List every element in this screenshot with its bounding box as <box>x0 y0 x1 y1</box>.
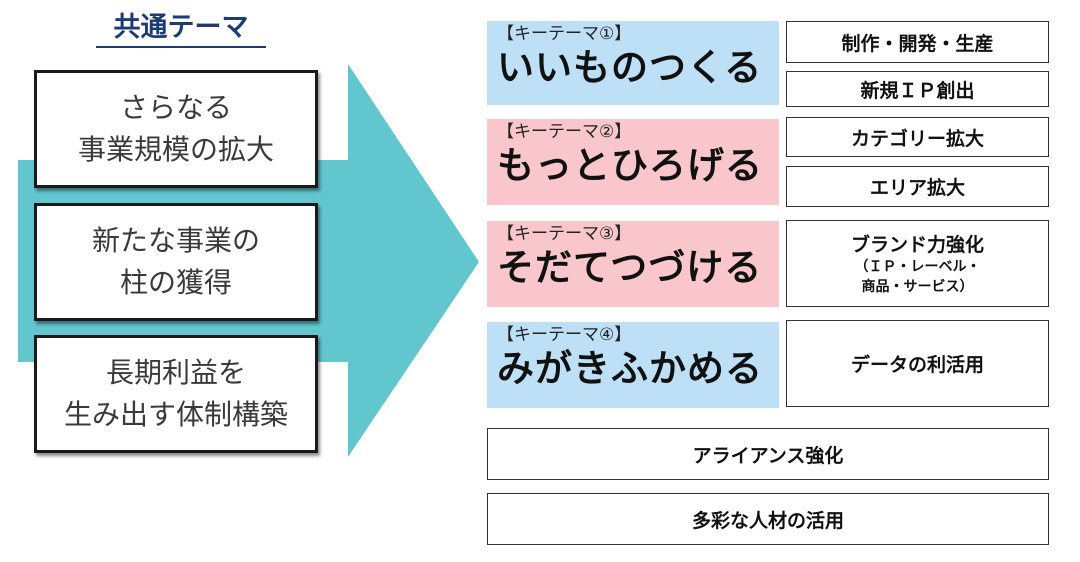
goal-box-expand-scale: さらなる 事業規模の拡大 <box>34 70 318 188</box>
goal-line: 柱の獲得 <box>119 266 232 299</box>
theme-1-item-production: 制作・開発・生産 <box>786 21 1049 63</box>
goal-box-new-pillar: 新たな事業の 柱の獲得 <box>34 203 318 321</box>
key-theme-name: みがきふかめる <box>497 347 763 390</box>
key-theme-3: 【キーテーマ③】 そだてつづける <box>487 221 779 307</box>
key-theme-name: いいものつくる <box>497 46 763 89</box>
theme-1-item-new-ip: 新規ＩＰ創出 <box>786 71 1049 107</box>
brand-sub-line: 商品・サービス） <box>861 279 974 295</box>
key-theme-tag: 【キーテーマ①】 <box>497 24 632 44</box>
common-theme-heading: 共通テーマ <box>96 12 266 48</box>
key-theme-tag: 【キーテーマ③】 <box>497 224 632 244</box>
key-theme-2: 【キーテーマ②】 もっとひろげる <box>487 119 779 205</box>
theme-3-item-brand: ブランド力強化 （ＩＰ・レーベル・ 商品・サービス） <box>786 220 1049 307</box>
alliance-box: アライアンス強化 <box>487 428 1049 480</box>
goal-line: さらなる <box>119 91 232 124</box>
theme-4-item-data: データの利活用 <box>786 320 1049 407</box>
goal-box-long-term-profit: 長期利益を 生み出す体制構築 <box>34 335 318 453</box>
goal-line: 新たな事業の <box>91 224 260 257</box>
theme-2-item-category: カテゴリー拡大 <box>786 117 1049 157</box>
goal-line: 事業規模の拡大 <box>77 133 274 166</box>
brand-label: ブランド力強化 <box>850 234 984 256</box>
key-theme-tag: 【キーテーマ④】 <box>497 325 632 345</box>
theme-2-item-area: エリア拡大 <box>786 166 1049 207</box>
key-theme-name: もっとひろげる <box>497 144 763 187</box>
goal-line: 生み出す体制構築 <box>63 398 288 431</box>
talent-box: 多彩な人材の活用 <box>487 493 1049 545</box>
brand-sub-line: （ＩＰ・レーベル・ <box>854 259 981 275</box>
key-theme-1: 【キーテーマ①】 いいものつくる <box>487 21 779 105</box>
goal-line: 長期利益を <box>105 356 246 389</box>
key-theme-4: 【キーテーマ④】 みがきふかめる <box>487 322 779 408</box>
key-theme-name: そだてつづける <box>497 246 763 289</box>
key-theme-tag: 【キーテーマ②】 <box>497 122 632 142</box>
